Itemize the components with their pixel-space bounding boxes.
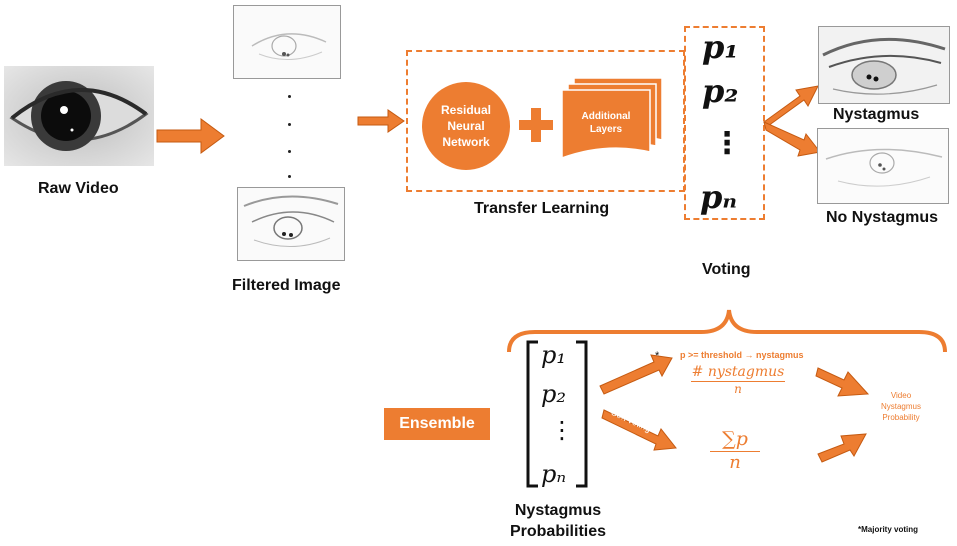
resnet-node: Residual Neural Network (422, 82, 510, 170)
no-nystagmus-label: No Nystagmus (826, 209, 939, 226)
vec-p2: p₂ (541, 380, 566, 408)
nystagmus-image (818, 26, 950, 104)
probabilities-label-1: Nystagmus (514, 502, 602, 519)
soft-voting-arrow (601, 409, 677, 451)
vec-dots: ⋮ (550, 416, 574, 444)
vec-p1: p₁ (541, 341, 566, 369)
arrow-raw-to-filtered (156, 118, 225, 154)
soft-voting-fraction: ∑p n (710, 428, 760, 473)
additional-layers-node (561, 77, 663, 160)
hard-numerator: # nystagmus (691, 364, 785, 382)
threshold-rule: p >= threshold → nystagmus (680, 350, 804, 360)
result-label-1: Video (890, 391, 912, 400)
additional-layers-label: Additional Layers (562, 110, 650, 136)
no-nystagmus-image (817, 128, 949, 204)
nystagmus-label: Nystagmus (833, 106, 920, 123)
arrows-to-outcomes (763, 85, 821, 157)
result-label-2: Nystagmus (880, 402, 921, 411)
arrow-filtered-to-transfer (357, 109, 405, 133)
filtered-dot (288, 95, 291, 98)
ensemble-label: Ensemble (399, 415, 475, 432)
resnet-label-1: Residual (440, 103, 491, 117)
transfer-learning-label: Transfer Learning (474, 200, 610, 217)
filtered-image-label: Filtered Image (232, 277, 341, 294)
filtered-dot (288, 123, 291, 126)
resnet-label-2: Neural (447, 119, 485, 133)
arrow-hard-to-result (815, 367, 870, 397)
raw-video-image (4, 66, 154, 166)
vote-dots: ⋮ (712, 126, 742, 161)
voting-curly-brace (507, 309, 947, 353)
probability-vector-brackets (526, 340, 588, 488)
probabilities-label-2: Probabilities (509, 523, 607, 540)
plus-sign (519, 108, 553, 142)
hard-voting-star: * (655, 350, 660, 362)
soft-numerator: ∑p (710, 428, 760, 452)
hard-voting-arrow (599, 354, 673, 395)
voting-label: Voting (702, 261, 751, 278)
soft-denominator: n (729, 452, 741, 473)
arrow-soft-to-result (817, 433, 867, 463)
raw-video-label: Raw Video (38, 180, 119, 197)
result-label-3: Probability (882, 413, 920, 422)
hard-denominator: n (734, 382, 742, 396)
filtered-dot (288, 150, 291, 153)
probabilities-label: Nystagmus Probabilities (496, 500, 620, 542)
vec-pn: pₙ (541, 460, 567, 488)
resnet-label-3: Network (442, 135, 490, 149)
vote-p1: p₁ (702, 28, 739, 66)
result-label: Video Nystagmus Probability (870, 390, 932, 423)
vote-pn: pₙ (700, 178, 738, 216)
ensemble-box: Ensemble (384, 408, 490, 440)
filtered-dot (288, 175, 291, 178)
hard-voting-fraction: # nystagmus n (691, 364, 785, 396)
additional-label-1: Additional (581, 111, 631, 122)
additional-label-2: Layers (589, 124, 623, 135)
filtered-image-top (233, 5, 341, 79)
majority-voting-footnote: *Majority voting (858, 525, 919, 534)
vote-p2: p₂ (702, 72, 739, 110)
filtered-image-bottom (237, 187, 345, 261)
